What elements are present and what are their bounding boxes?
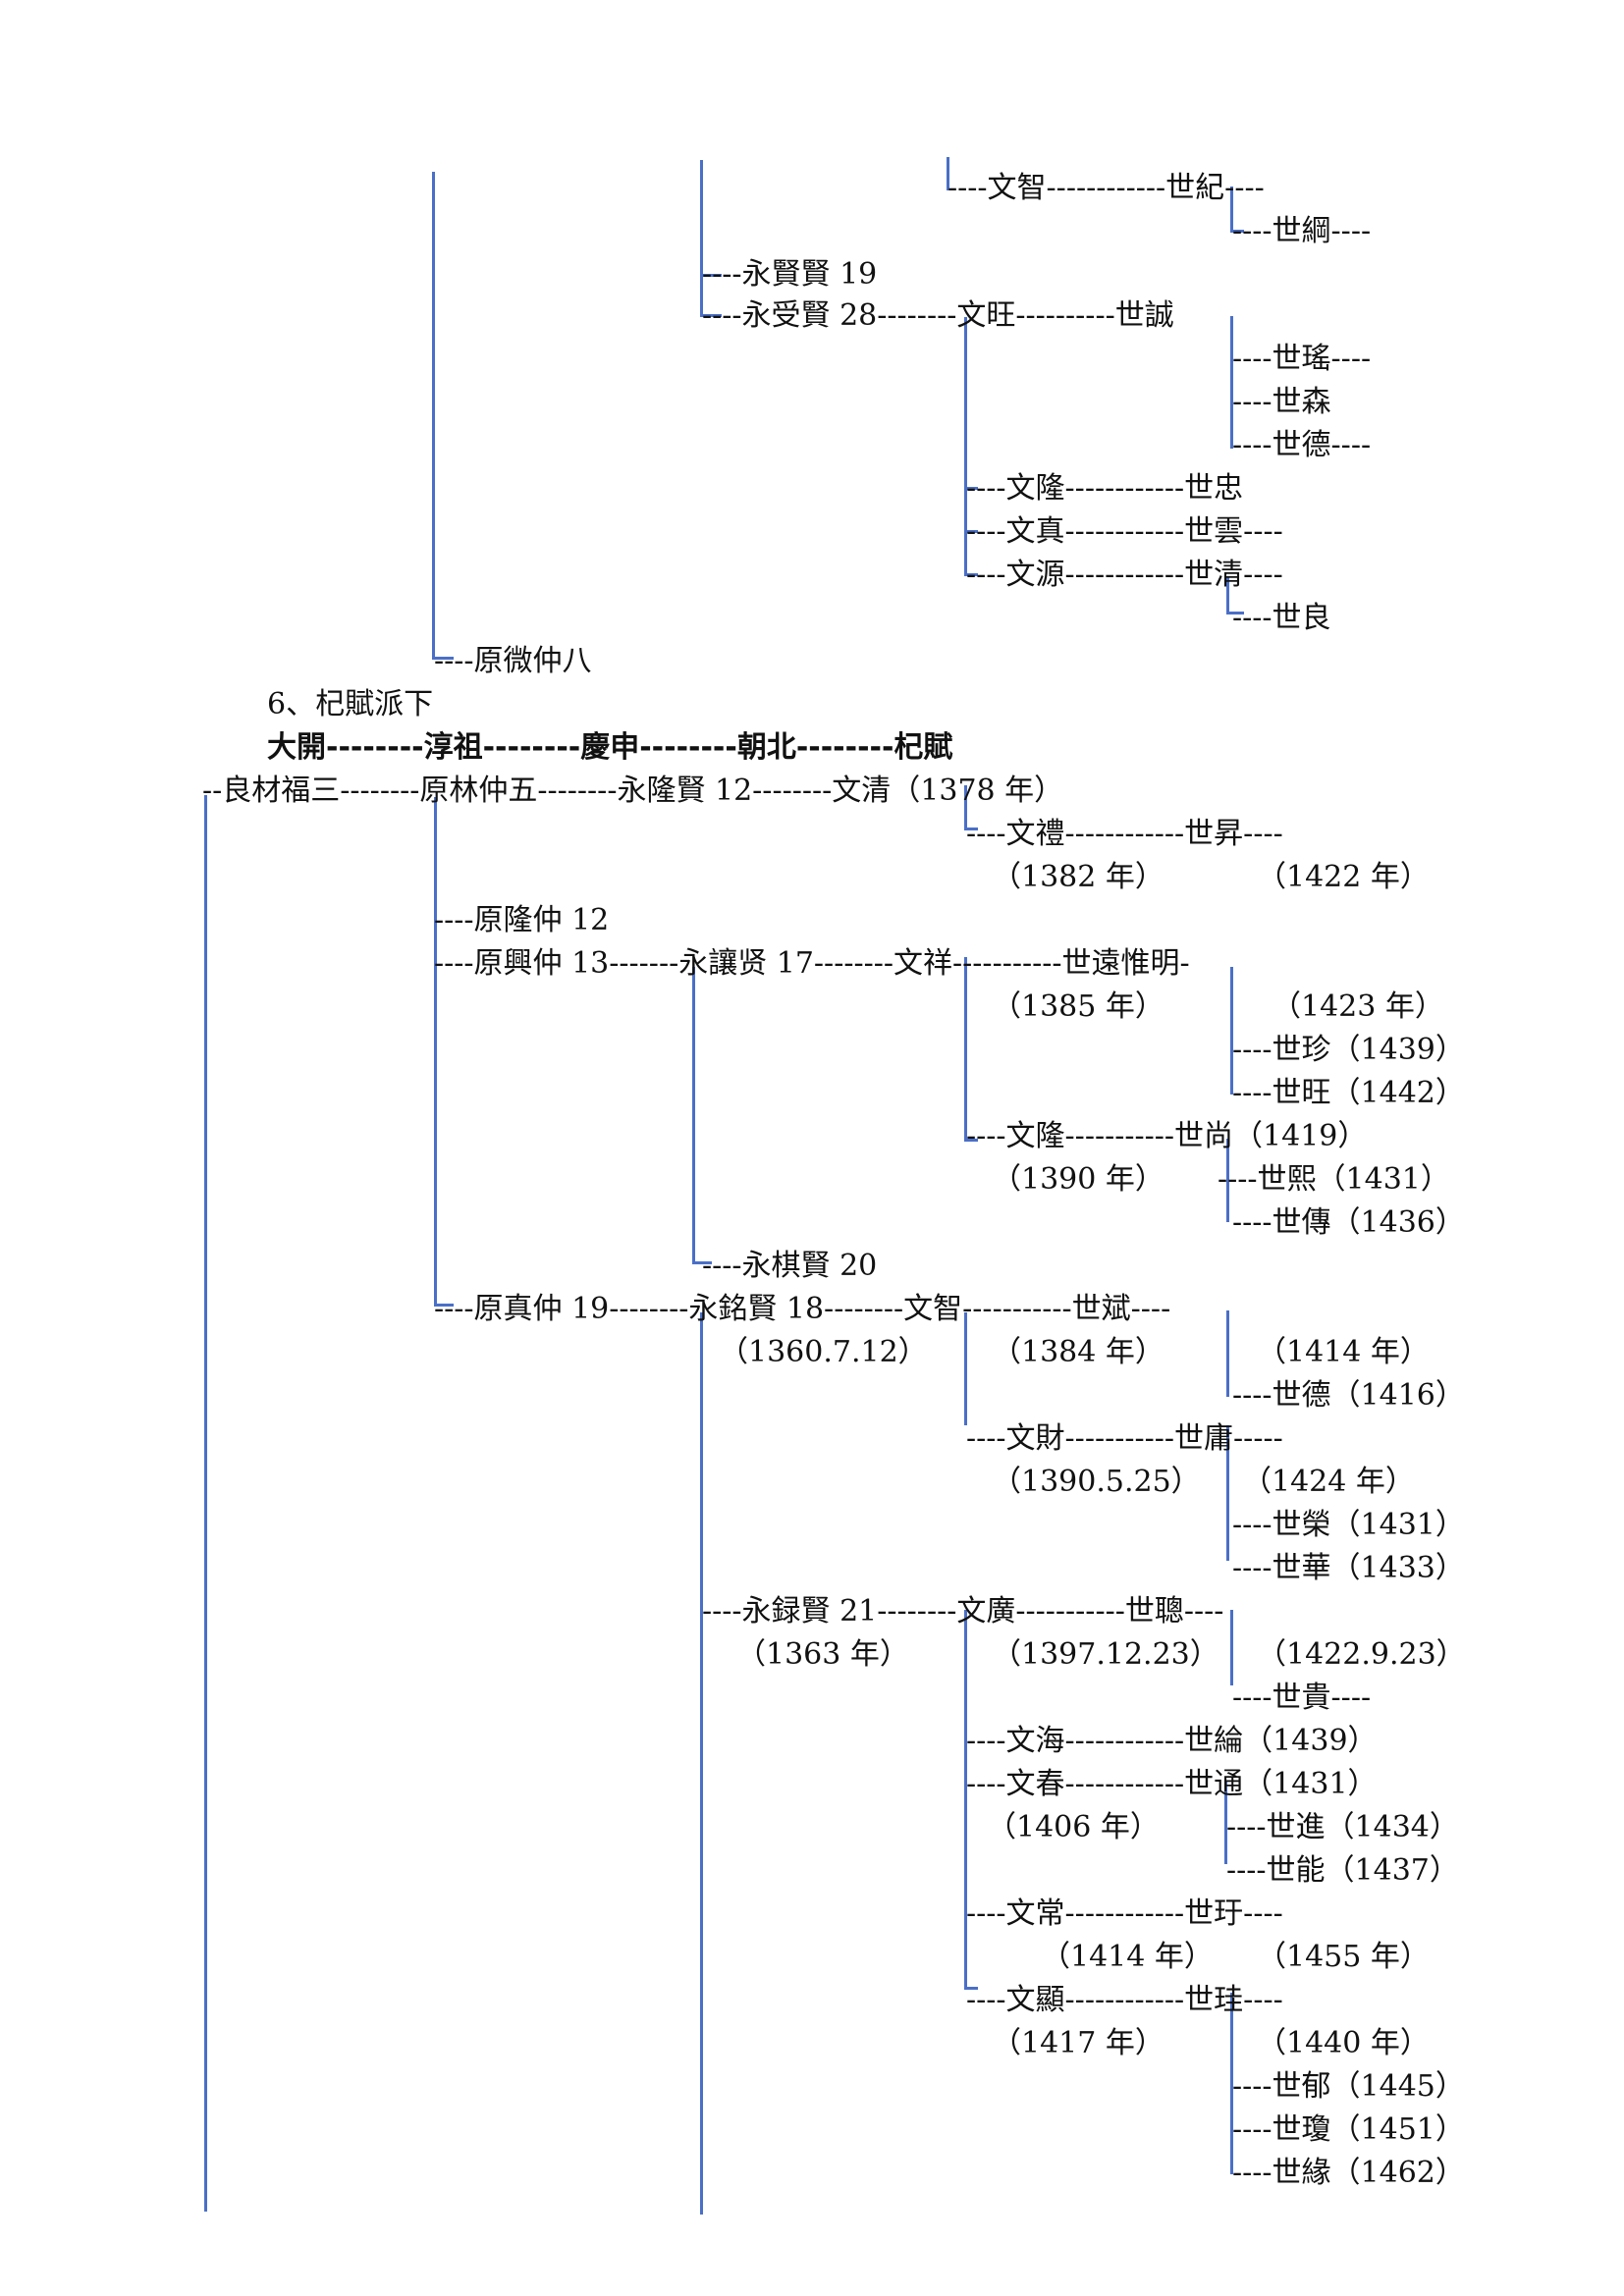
tree-line: ----永賢賢 19 [702, 257, 878, 292]
date-label: （1390 年） [992, 1162, 1164, 1197]
date-label: （1414 年） [1257, 1335, 1430, 1369]
connector-line [1230, 967, 1233, 1095]
lineage-row: 大開--------淳祖--------慶申--------朝北--------… [267, 730, 953, 765]
connector-line [964, 573, 978, 576]
date-label: （1440 年） [1257, 2026, 1430, 2060]
tree-line: ----世森 [1232, 385, 1331, 419]
connector-line [432, 657, 454, 660]
tree-line: ----文隆-----------世尚（1419） [966, 1119, 1368, 1153]
connector-line [432, 172, 435, 659]
tree-line: ----世珍（1439） [1232, 1033, 1465, 1067]
tree-line: ----世熙（1431） [1218, 1162, 1450, 1197]
tree-line: ----永録賢 21--------文廣-----------世聰---- [702, 1594, 1224, 1629]
date-label: （1384 年） [992, 1335, 1164, 1369]
connector-line [700, 314, 722, 317]
tree-line: ----世進（1434） [1226, 1810, 1459, 1844]
tree-line: ----世良 [1232, 601, 1331, 635]
tree-line: ----永棋賢 20 [702, 1249, 878, 1283]
connector-line [964, 957, 967, 1141]
connector-line [964, 317, 967, 575]
connector-line [692, 1261, 712, 1264]
connector-line [1226, 576, 1229, 614]
tree-line: ----文春------------世通（1431） [966, 1767, 1378, 1801]
date-label: （1417 年） [992, 2026, 1164, 2060]
tree-line: ----世郁（1445） [1232, 2069, 1465, 2104]
connector-line [1226, 1425, 1229, 1561]
tree-line: ----世華（1433） [1232, 1551, 1465, 1585]
tree-line: ----文禮------------世昇---- [966, 817, 1283, 851]
tree-line: ----世旺（1442） [1232, 1076, 1465, 1110]
tree-line: ----原微仲八 [434, 644, 592, 678]
tree-line: ----文財-----------世庸----- [966, 1421, 1283, 1456]
connector-line [1226, 612, 1244, 614]
connector-line [692, 967, 695, 1263]
tree-line: ----世德---- [1232, 428, 1372, 462]
connector-line [1226, 1310, 1229, 1397]
tree-line: ----世能（1437） [1226, 1853, 1459, 1888]
connector-line [1230, 230, 1244, 233]
connector-line [700, 160, 703, 316]
connector-line [964, 828, 978, 830]
tree-line: ----文智------------世紀---- [947, 171, 1265, 205]
tree-line: ----世瑤---- [1232, 342, 1372, 376]
connector-line [1230, 1993, 1233, 2174]
connector-line [1224, 1782, 1227, 1864]
tree-line: ----原興仲 13-------永讓贤 17--------文祥-------… [434, 946, 1190, 981]
date-label: （1397.12.23） [992, 1637, 1219, 1672]
connector-line [947, 157, 949, 190]
connector-line [964, 1312, 967, 1425]
connector-line [964, 785, 967, 828]
tree-line: ----文隆------------世忠 [966, 471, 1244, 506]
date-label: （1363 年） [736, 1637, 909, 1672]
date-label: （1390.5.25） [992, 1465, 1201, 1499]
connector-line [964, 1610, 967, 1988]
connector-line [1230, 187, 1233, 232]
tree-line: ----世貴---- [1232, 1681, 1372, 1715]
date-label: （1422 年） [1257, 860, 1430, 894]
connector-line [434, 797, 437, 1306]
date-label: （1422.9.23） [1257, 1637, 1466, 1672]
tree-line: ----永受賢 28--------文旺----------世誠 [702, 298, 1174, 333]
date-label: （1406 年） [987, 1810, 1160, 1844]
tree-line: ----文海------------世綸（1439） [966, 1724, 1378, 1758]
connector-line [964, 530, 978, 533]
tree-line: ----世德（1416） [1232, 1378, 1465, 1413]
connector-line [700, 1312, 703, 2215]
tree-line: ----原隆仲 12 [434, 903, 610, 937]
connector-line [434, 1304, 454, 1307]
connector-line [964, 1987, 978, 1990]
date-label: （1385 年） [992, 989, 1164, 1024]
connector-line [1226, 1139, 1229, 1222]
tree-line: ----世傳（1436） [1232, 1205, 1465, 1240]
date-label: （1414 年） [1041, 1940, 1214, 1974]
date-label: （1455 年） [1257, 1940, 1430, 1974]
date-label: （1382 年） [992, 860, 1164, 894]
tree-line: ----原真仲 19--------永銘賢 18--------文智------… [434, 1292, 1171, 1326]
connector-line [1230, 1610, 1233, 1685]
tree-line: ----世緣（1462） [1232, 2156, 1465, 2190]
tree-line: ----文源------------世清---- [966, 558, 1283, 592]
section-title: 6、杞賦派下 [267, 687, 434, 721]
tree-line: ----文真------------世雲---- [966, 514, 1283, 549]
date-label: （1423 年） [1272, 989, 1444, 1024]
connector-line [204, 795, 207, 2212]
tree-line: ----文常------------世玗---- [966, 1896, 1283, 1931]
connector-line [700, 274, 722, 277]
tree-line: ----文顯------------世珪---- [966, 1983, 1283, 2017]
date-label: （1360.7.12） [719, 1335, 928, 1369]
tree-line: ----世瓊（1451） [1232, 2112, 1465, 2147]
date-label: （1424 年） [1242, 1465, 1415, 1499]
connector-line [964, 1139, 978, 1142]
connector-line [964, 487, 978, 490]
tree-line: ----世綱---- [1232, 214, 1372, 248]
tree-line: ----世榮（1431） [1232, 1508, 1465, 1542]
tree-line: --良材福三--------原林仲五--------永隆賢 12--------… [202, 774, 1064, 808]
connector-line [1230, 316, 1233, 449]
